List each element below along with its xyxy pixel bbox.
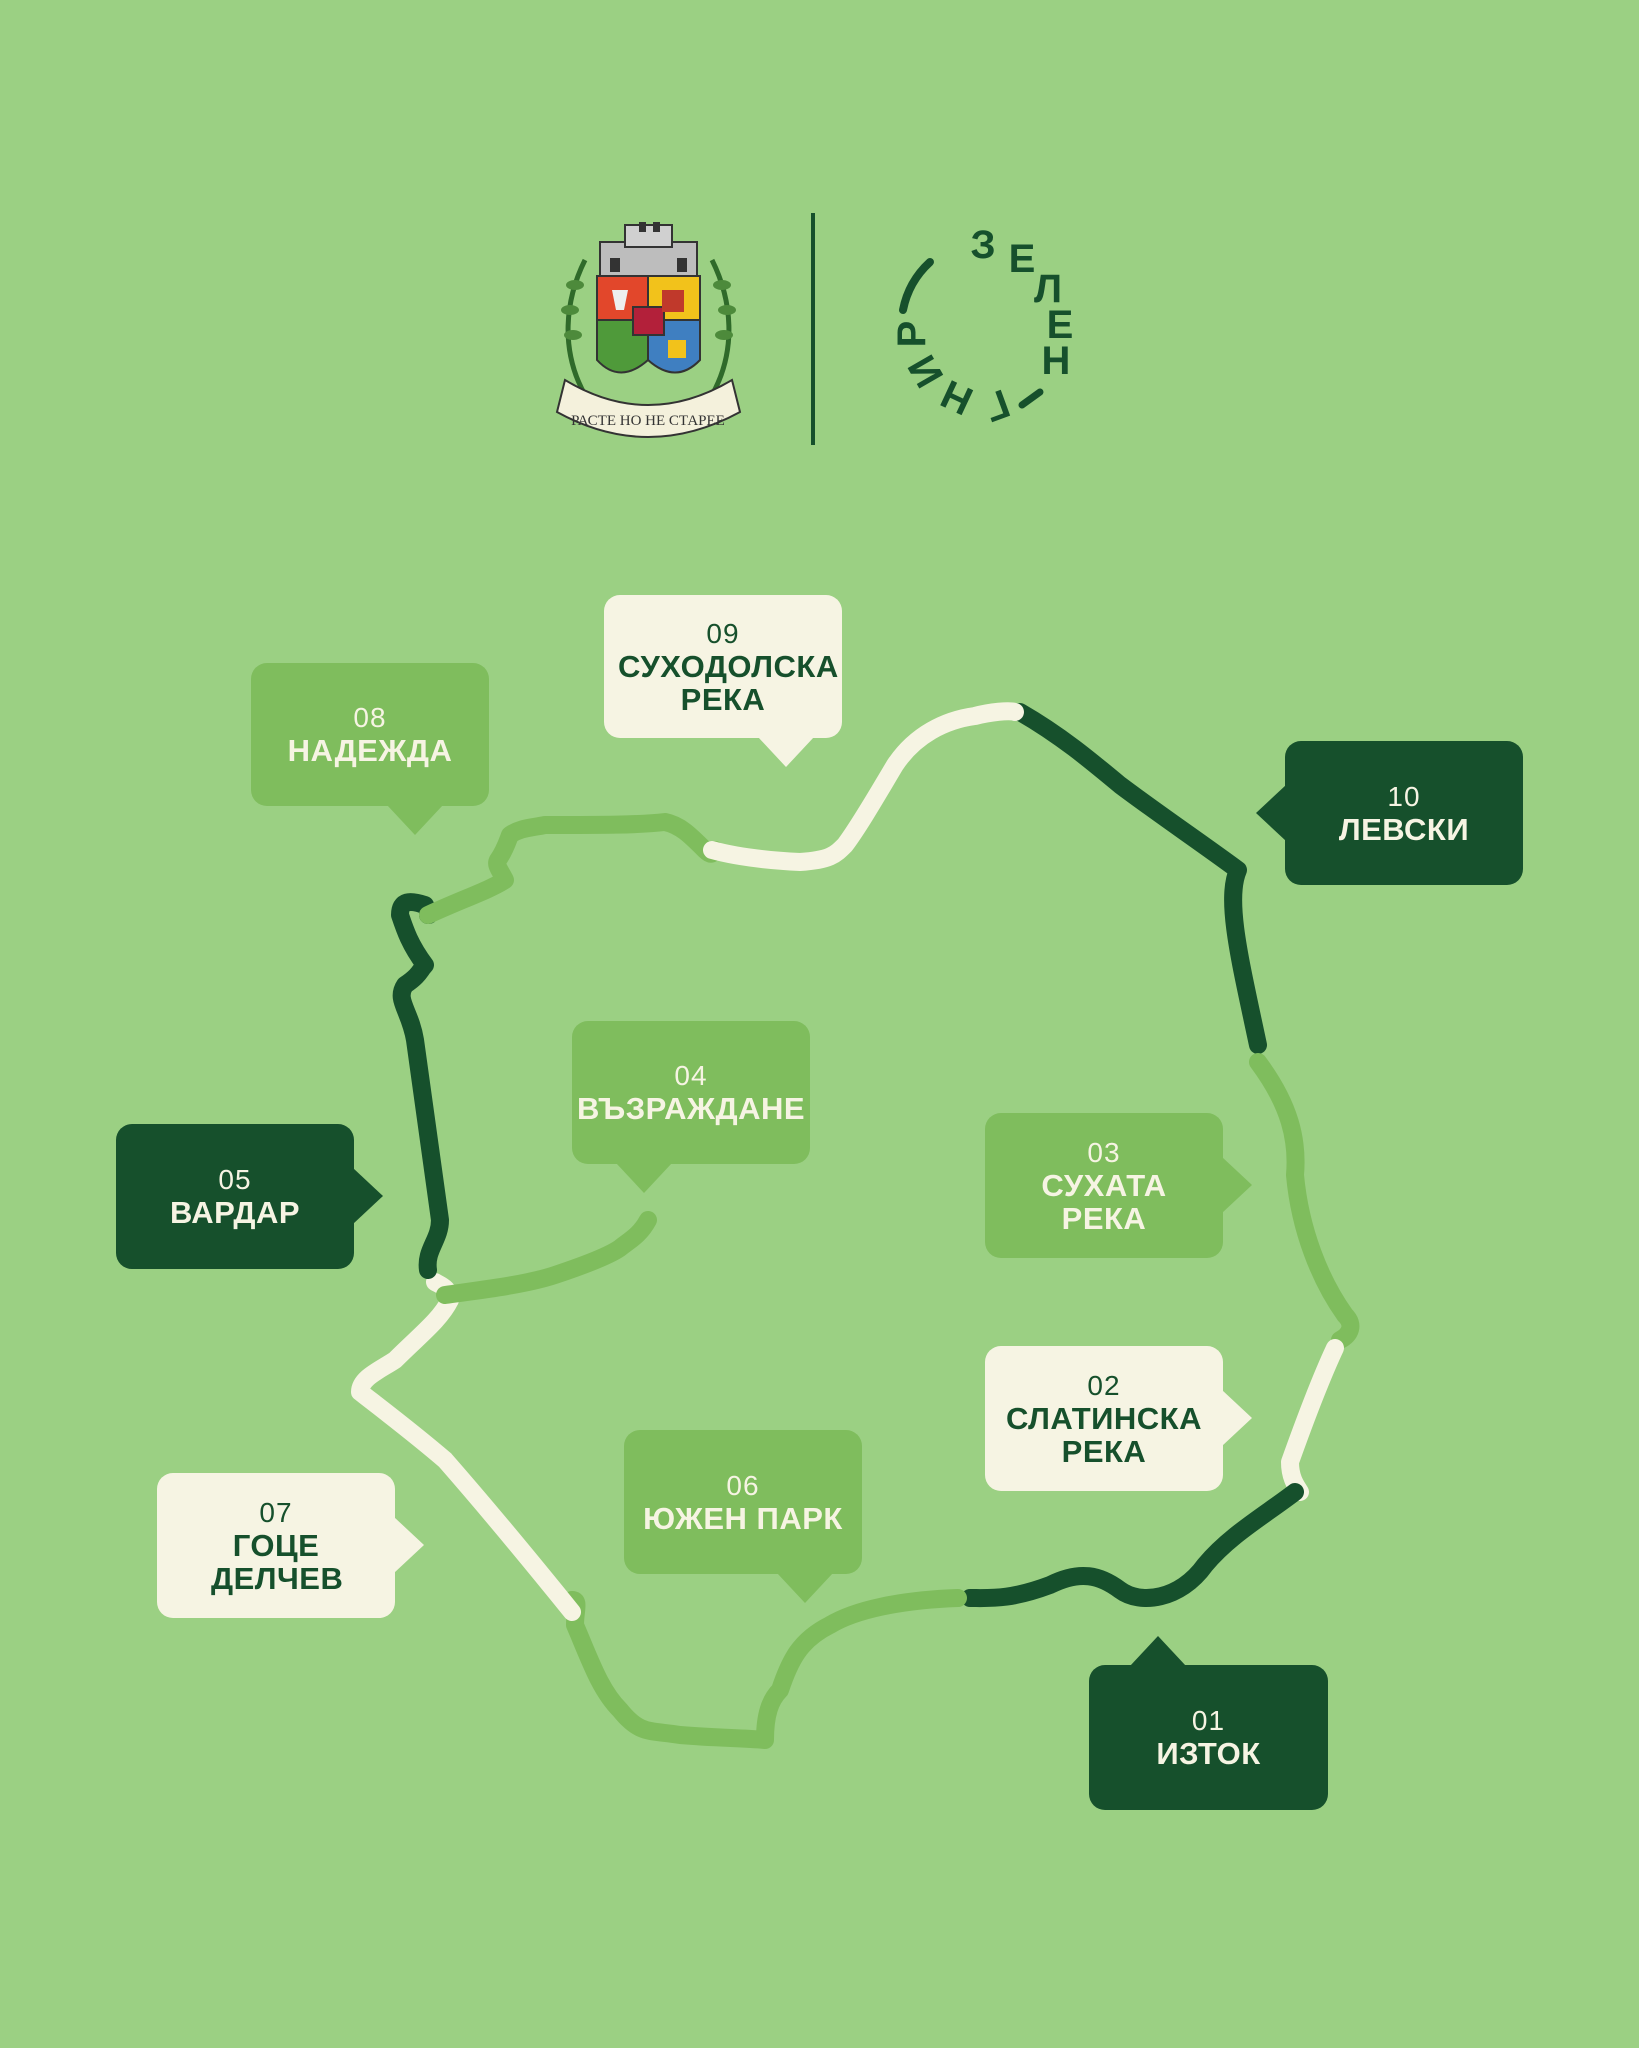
route-segment-slatinska-reka [1281, 1339, 1344, 1501]
section-number: 10 [1387, 780, 1421, 812]
logo-letter-7: Г [979, 380, 1015, 429]
label-pointer [1222, 1157, 1252, 1213]
section-label-04[interactable]: 04 ВЪЗРАЖДАНЕ [572, 1021, 810, 1164]
section-name: ВЪЗРАЖДАНЕ [576, 1091, 806, 1126]
zelen-ring-logo-icon: З Е Л Е Н Г Н И Р [890, 223, 1073, 430]
logo-letter-2: Е [1009, 237, 1036, 281]
section-label-09[interactable]: 09 СУХОДОЛСКА РЕКА [604, 595, 842, 738]
section-number: 04 [674, 1060, 708, 1091]
section-name: ИЗТОК [1156, 1736, 1261, 1771]
section-label-01[interactable]: 01 ИЗТОК [1089, 1665, 1328, 1810]
route-segment-suhodolska-reka [703, 702, 1024, 871]
section-name: ВАРДАР [169, 1195, 301, 1230]
logo-letter-1: З [970, 223, 995, 267]
logo-letter-4: Е [1047, 303, 1074, 347]
section-number: 03 [1087, 1136, 1121, 1168]
coat-of-arms-motto: РАСТЕ НО НЕ СТАРЕЕ [571, 413, 725, 429]
label-pointer [758, 737, 814, 767]
label-pointer [1256, 785, 1286, 841]
label-pointer [394, 1517, 424, 1573]
section-label-08[interactable]: 08 НАДЕЖДА [251, 663, 489, 806]
section-name: ГОЦЕ ДЕЛЧЕВ [211, 1527, 344, 1596]
section-number: 09 [706, 617, 740, 649]
section-name: СЛАТИНСКА РЕКА [1005, 1400, 1202, 1469]
section-name: СУХАТА РЕКА [1041, 1167, 1167, 1236]
section-label-06[interactable]: 06 ЮЖЕН ПАРК [624, 1430, 862, 1574]
section-label-07[interactable]: 07 ГОЦЕ ДЕЛЧЕВ [157, 1473, 395, 1618]
label-pointer [1130, 1636, 1186, 1666]
section-number: 06 [726, 1469, 760, 1501]
section-name: ЛЕВСКИ [1338, 811, 1470, 847]
route-segment-vazrazhdane [436, 1211, 657, 1304]
route-segment-suhata-reka [1249, 1053, 1360, 1349]
label-pointer [777, 1573, 833, 1603]
route-segment-vardar [391, 893, 449, 1279]
section-label-02[interactable]: 02 СЛАТИНСКА РЕКА [985, 1346, 1223, 1491]
section-name: ЮЖЕН ПАРК [643, 1500, 843, 1536]
logo-letter-9: И [900, 348, 952, 395]
logo-dash [1018, 388, 1044, 409]
label-pointer [1222, 1390, 1252, 1446]
logo-letter-10: Р [890, 321, 934, 348]
label-pointer [353, 1168, 383, 1224]
logo-letter-3: Л [1034, 267, 1062, 311]
section-name: НАДЕЖДА [287, 733, 453, 768]
section-number: 07 [259, 1496, 293, 1528]
label-pointer [387, 805, 443, 835]
section-label-03[interactable]: 03 СУХАТА РЕКА [985, 1113, 1223, 1258]
route-segment-levski [1011, 703, 1267, 1054]
route-segment-nadezhda [419, 813, 724, 924]
section-number: 05 [218, 1164, 252, 1195]
section-number: 02 [1087, 1369, 1121, 1401]
route-segment-yuzhen-park [563, 1589, 967, 1749]
label-pointer [616, 1163, 672, 1193]
section-number: 08 [353, 702, 387, 733]
section-number: 01 [1191, 1705, 1226, 1736]
sofia-coat-of-arms-icon: РАСТЕ НО НЕ СТАРЕЕ [555, 222, 742, 438]
section-label-10[interactable]: 10 ЛЕВСКИ [1285, 741, 1523, 885]
section-label-05[interactable]: 05 ВАРДАР [116, 1124, 354, 1269]
route-segment-iztok [961, 1483, 1304, 1608]
section-name: СУХОДОЛСКА РЕКА [618, 648, 839, 717]
logo-letter-5: Н [1042, 339, 1071, 383]
